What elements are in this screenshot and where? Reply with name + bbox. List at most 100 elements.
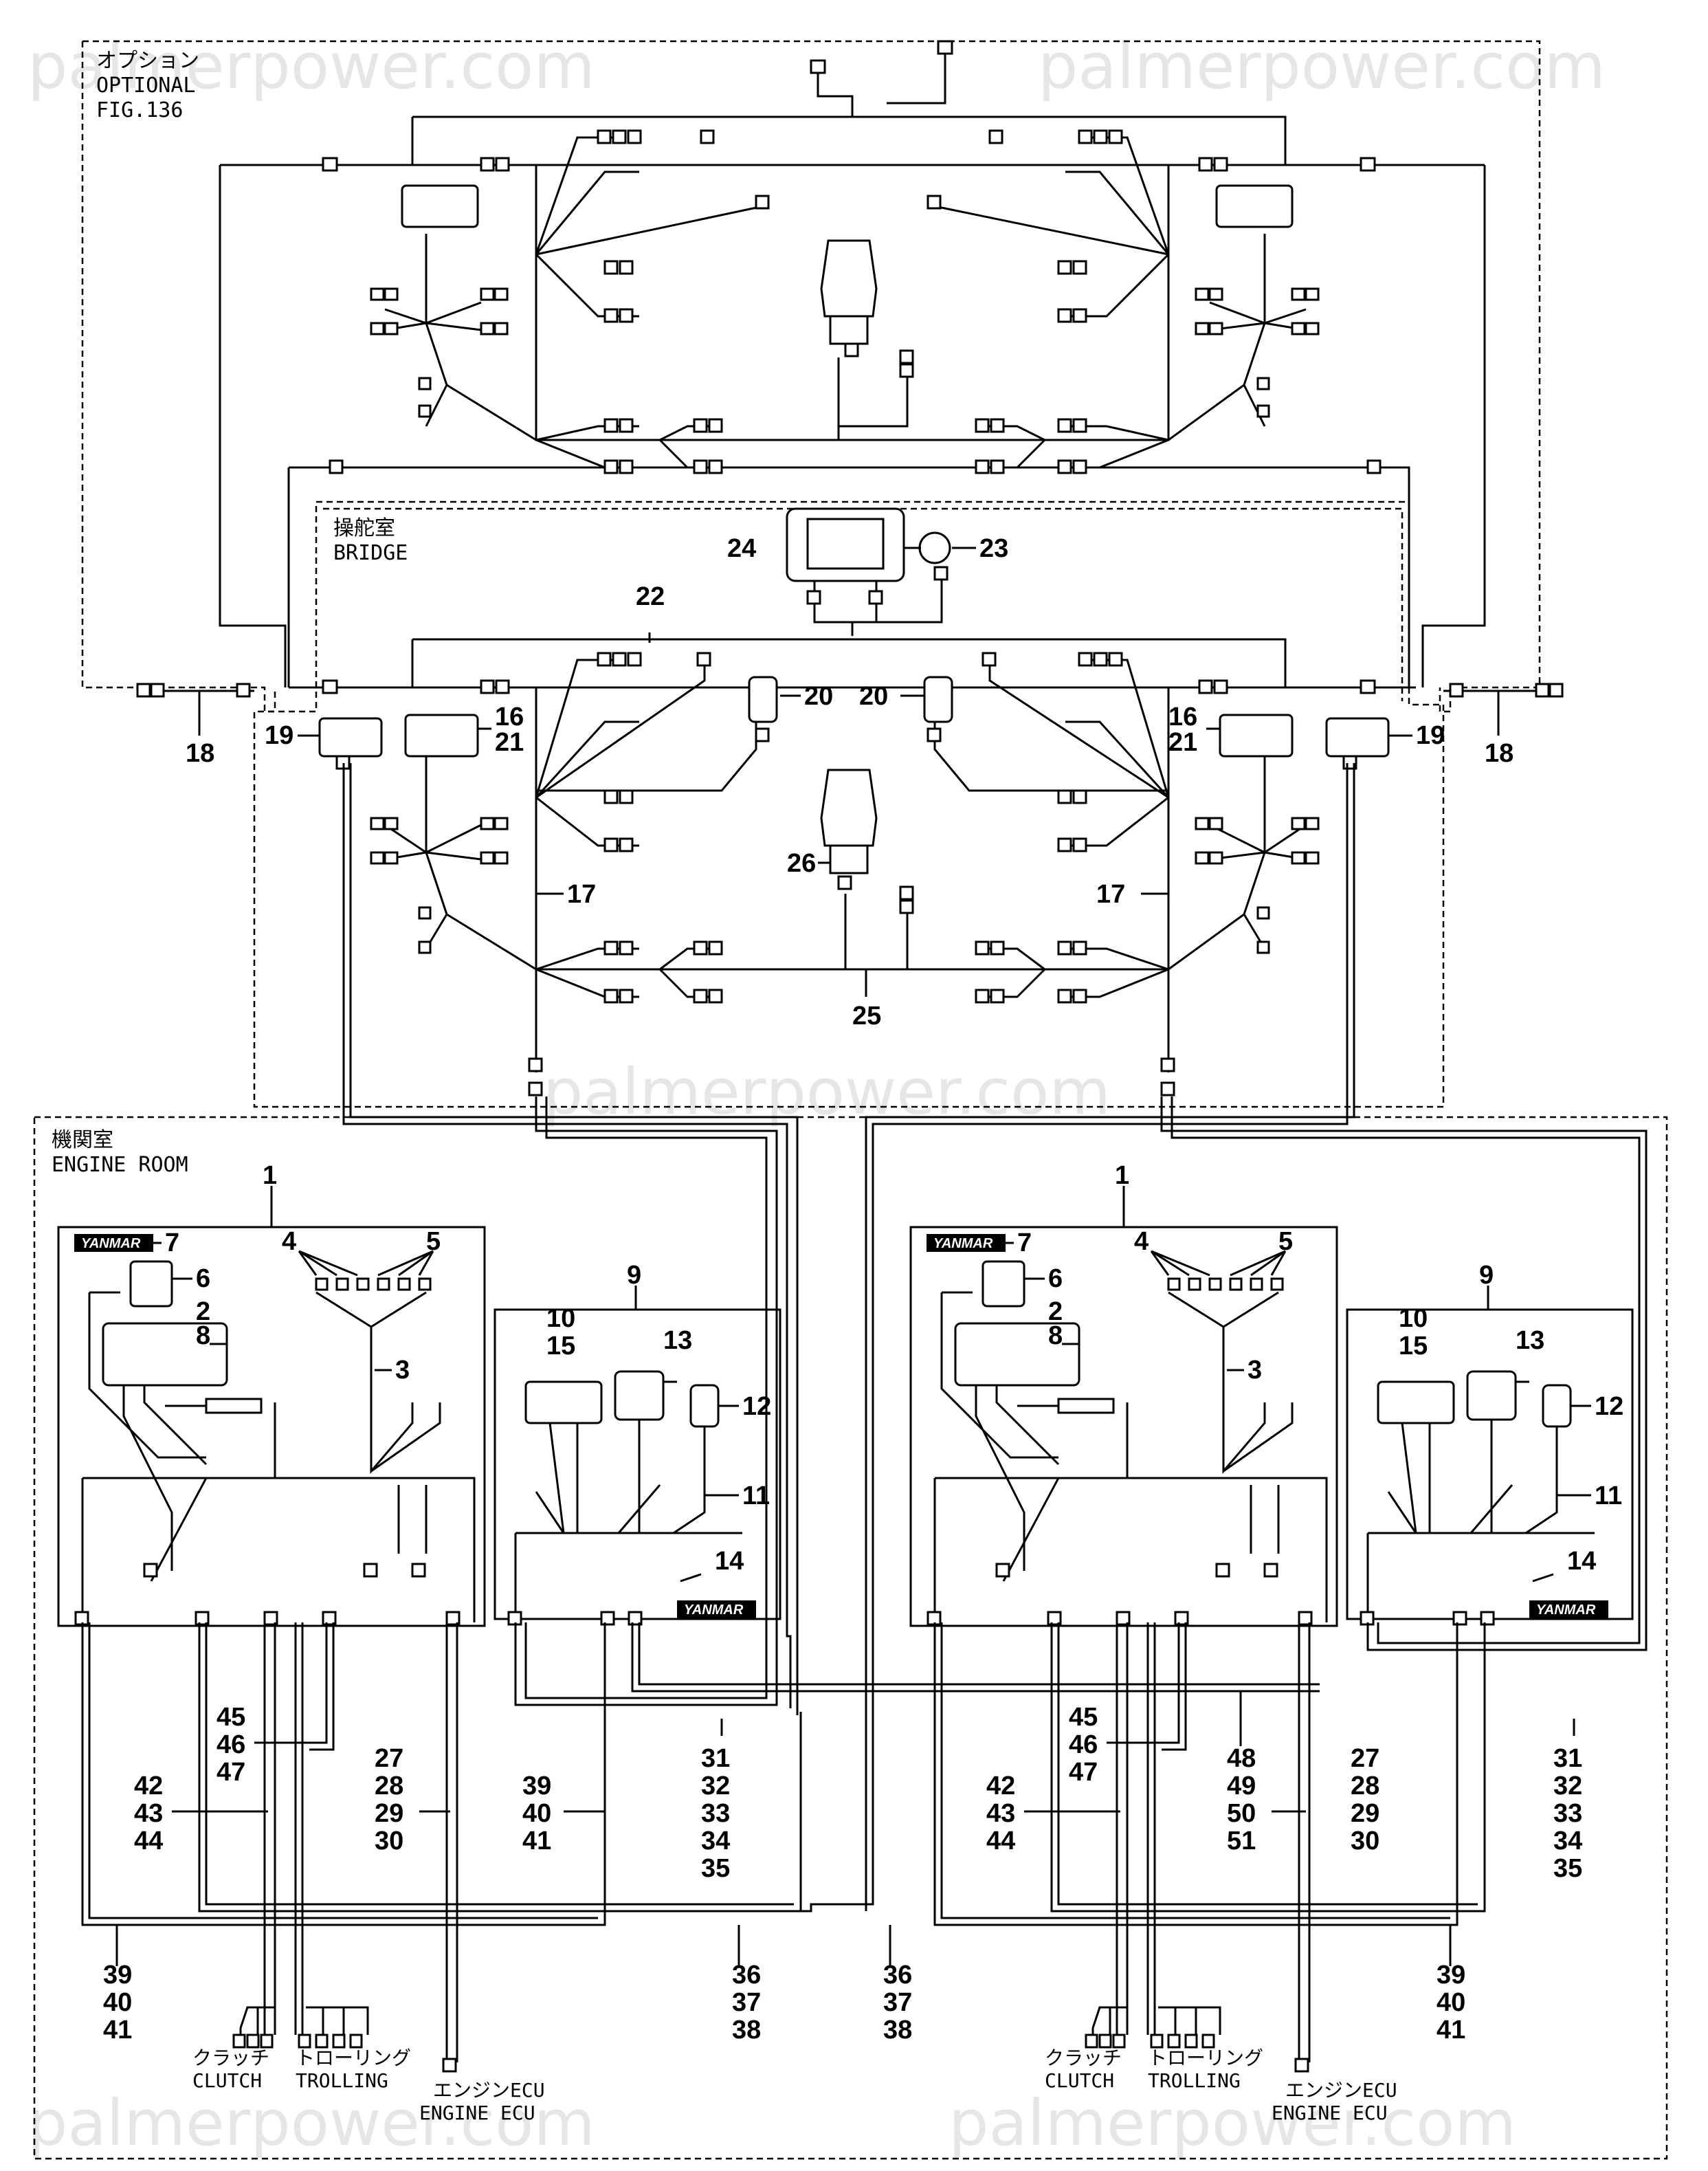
callout-42-right: 42 (986, 1772, 1015, 1800)
callout-31-right: 31 (1553, 1744, 1582, 1773)
callout-34-left: 34 (701, 1827, 730, 1855)
callout-44-right: 44 (986, 1827, 1015, 1855)
callout-43-right: 43 (986, 1799, 1015, 1828)
bridge-region-inner (323, 507, 1404, 701)
control-lever-26 (820, 769, 878, 874)
callout-5-left: 5 (426, 1227, 441, 1256)
callout-5-right: 5 (1278, 1227, 1293, 1256)
svg-text:YANMAR: YANMAR (684, 1602, 744, 1618)
trolling-label-jp-left: トローリング (296, 2047, 411, 2069)
callout-46-right: 46 (1069, 1730, 1098, 1759)
callout-37-right: 37 (883, 1988, 912, 2017)
callout-6-right: 6 (1048, 1264, 1063, 1293)
callout-39-left: 39 (103, 1961, 132, 1990)
callout-8-left: 8 (196, 1321, 210, 1350)
watermark-bottom-left: palmerpower.com (27, 2086, 595, 2160)
callout-39-mid-left: 39 (522, 1772, 551, 1800)
callout-45-right: 45 (1069, 1703, 1098, 1732)
callout-11-right: 11 (1595, 1481, 1622, 1510)
callout-38-left: 38 (732, 2016, 761, 2045)
callout-12-left: 12 (742, 1392, 771, 1421)
callout-17-left: 17 (567, 880, 596, 909)
callout-15-right: 15 (1399, 1332, 1428, 1360)
callout-47-right: 47 (1069, 1758, 1098, 1787)
callout-3-right: 3 (1247, 1356, 1262, 1385)
callout-27-left: 27 (375, 1744, 403, 1773)
callout-39-right: 39 (1437, 1961, 1465, 1990)
optional-control-lever (820, 239, 878, 345)
callout-35-right: 35 (1553, 1854, 1582, 1883)
optional-control-unit-right (1215, 184, 1294, 228)
callout-10-left: 10 (546, 1304, 575, 1333)
svg-text:YANMAR: YANMAR (81, 1236, 141, 1251)
callout-17-right: 17 (1096, 880, 1125, 909)
callout-32-right: 32 (1553, 1772, 1582, 1800)
callout-14-right: 14 (1567, 1547, 1596, 1576)
callout-14-left: 14 (715, 1547, 744, 1576)
callout-4-left: 4 (282, 1227, 296, 1256)
clutch-label-en-left: CLUTCH (192, 2069, 262, 2092)
callout-41-left: 41 (103, 2016, 132, 2045)
callout-6-left: 6 (196, 1264, 210, 1293)
bridge-connectors (322, 566, 1376, 1096)
callout-51: 51 (1227, 1827, 1256, 1855)
callout-46-left: 46 (217, 1730, 245, 1759)
clutch-label-jp-right: クラッチ (1045, 2047, 1122, 2069)
yanmar-logo-left: YANMAR (74, 1234, 153, 1252)
callout-16-right: 16 (1168, 703, 1197, 731)
callout-24: 24 (727, 534, 756, 563)
callout-34-right: 34 (1553, 1827, 1582, 1855)
ecu-label-jp-left: エンジンECU (433, 2079, 545, 2102)
switch-box-19-left (318, 717, 383, 758)
callout-28-right: 28 (1351, 1772, 1379, 1800)
callout-1-left: 1 (263, 1161, 277, 1190)
sub-board-9-right (1346, 1308, 1634, 1620)
yanmar-logo-14-right: YANMAR (1529, 1600, 1608, 1618)
section-labels: オプション OPTIONAL FIG.136 操舵室 BRIDGE 機関室 EN… (52, 49, 408, 1177)
bridge-label-jp: 操舵室 (333, 516, 395, 540)
engine-room-label-en: ENGINE ROOM (52, 1153, 188, 1177)
callout-7-left: 7 (165, 1228, 179, 1257)
yanmar-logo-14-left: YANMAR (677, 1600, 756, 1618)
callout-2-left: 2 (196, 1297, 210, 1326)
control-unit-16-right (1219, 714, 1294, 758)
switch-box-19-right (1325, 717, 1390, 758)
callout-29-left: 29 (375, 1799, 403, 1828)
callout-15-left: 15 (546, 1332, 575, 1360)
callout-31-left: 31 (701, 1744, 730, 1773)
callout-20-right: 20 (859, 682, 888, 711)
switch-panel-20-left (748, 676, 778, 723)
engine-room-connectors (74, 1277, 1495, 1626)
callout-13-left: 13 (663, 1326, 692, 1355)
callout-45-left: 45 (217, 1703, 245, 1732)
callout-13-right: 13 (1516, 1326, 1544, 1355)
callout-50: 50 (1227, 1799, 1256, 1828)
callout-32-left: 32 (701, 1772, 730, 1800)
engine-room-label-jp: 機関室 (52, 1128, 113, 1152)
buzzer-23 (918, 531, 951, 564)
callout-26: 26 (787, 849, 816, 878)
clutch-label-jp-left: クラッチ (192, 2047, 269, 2069)
callout-40-right: 40 (1437, 1988, 1465, 2017)
ecu-label-jp-right: エンジンECU (1285, 2079, 1397, 2102)
watermark-bottom-right: palmerpower.com (949, 2086, 1516, 2160)
control-unit-16-left (404, 714, 479, 758)
optional-label-en: OPTIONAL (96, 74, 196, 98)
callout-41-right: 41 (1437, 2016, 1465, 2045)
callout-38-right: 38 (883, 2016, 912, 2045)
callout-2-right: 2 (1048, 1297, 1063, 1326)
optional-harness (219, 40, 1486, 687)
callout-21-left: 21 (495, 728, 524, 757)
switch-panel-20-right (923, 676, 953, 723)
yanmar-logo-right: YANMAR (927, 1234, 1006, 1252)
callout-19-left: 19 (265, 721, 293, 750)
callout-12-right: 12 (1595, 1392, 1623, 1421)
svg-text:YANMAR: YANMAR (1536, 1602, 1596, 1618)
ecu-label-en-right: ENGINE ECU (1272, 2102, 1388, 2124)
callout-22: 22 (636, 582, 665, 611)
optional-fig-ref: FIG.136 (96, 98, 183, 122)
clutch-label-en-right: CLUTCH (1045, 2069, 1114, 2092)
callout-47-left: 47 (217, 1758, 245, 1787)
optional-region-boundary (81, 40, 1541, 713)
optional-control-unit-left (401, 184, 479, 228)
